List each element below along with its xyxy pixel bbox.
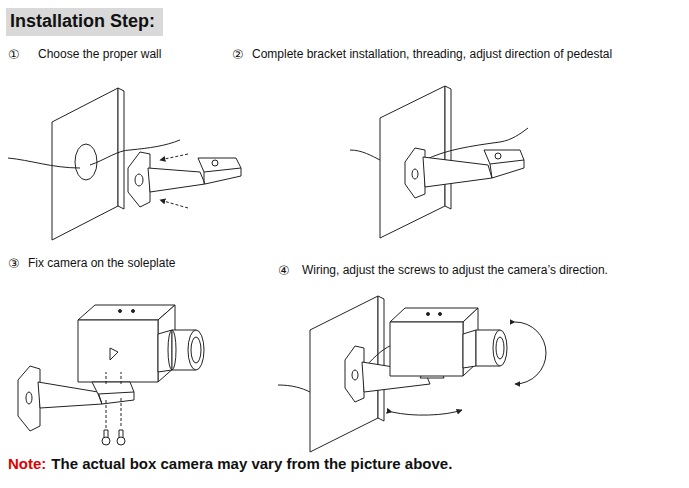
page-title: Installation Step: bbox=[6, 8, 163, 36]
wall-step2 bbox=[350, 86, 528, 238]
step-text: Complete bracket installation, threading… bbox=[252, 47, 612, 62]
step-number: ② bbox=[232, 47, 244, 62]
step-number: ① bbox=[8, 47, 20, 62]
bracket-step2 bbox=[405, 148, 524, 198]
wall-step1 bbox=[8, 88, 180, 240]
camera-step4 bbox=[390, 308, 546, 415]
step-number: ③ bbox=[8, 256, 20, 271]
step-number: ④ bbox=[278, 263, 290, 278]
bracket-step3 bbox=[18, 366, 134, 445]
step-text: Wiring, adjust the screws to adjust the … bbox=[302, 263, 608, 278]
step-text: Fix camera on the soleplate bbox=[28, 256, 175, 271]
note-label: Note: bbox=[8, 455, 46, 473]
bracket-step1 bbox=[128, 152, 241, 208]
camera-step3 bbox=[78, 305, 204, 382]
note-text: The actual box camera may vary from the … bbox=[51, 455, 452, 473]
step-text: Choose the proper wall bbox=[38, 47, 161, 62]
